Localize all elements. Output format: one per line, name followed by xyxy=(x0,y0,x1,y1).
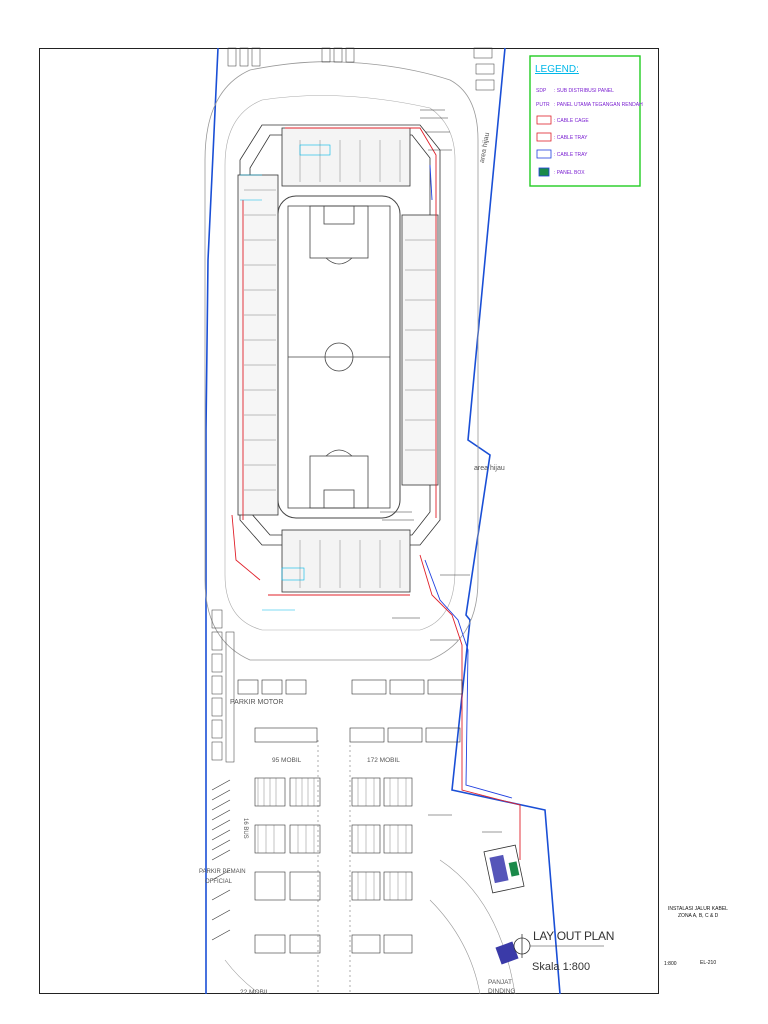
parking-bus xyxy=(211,779,231,941)
label-official: OFFICIAL xyxy=(205,879,233,885)
cable-route-blue xyxy=(424,164,513,799)
legend-box xyxy=(529,55,641,187)
legend-title: LEGEND: xyxy=(535,64,579,75)
legend-sdp-desc: : SUB DISTRIBUSI PANEL xyxy=(554,88,614,94)
parking-medians xyxy=(317,740,351,994)
cable-route-red xyxy=(231,127,521,860)
title-block-scale: 1:800 xyxy=(664,961,677,967)
north-arrow-icon xyxy=(513,934,604,958)
legend-cable-tray-1: : CABLE TRAY xyxy=(554,135,588,141)
cable-annotations xyxy=(240,144,331,611)
title-block-sheet-no: EL-210 xyxy=(700,960,717,966)
panel-building xyxy=(483,844,525,965)
site-roads xyxy=(224,859,516,995)
legend-putr-code: PUTR xyxy=(536,102,550,108)
label-22-mobil: 22 MOBIL xyxy=(240,989,270,996)
legend-cable-tray-1-swatch xyxy=(536,132,552,142)
legend-sdp-code: SDP xyxy=(536,88,547,94)
label-172-mobil: 172 MOBIL xyxy=(367,757,400,764)
label-panjat: PANJAT xyxy=(488,979,512,986)
parking-side-bays xyxy=(211,47,495,763)
legend-panel-box-swatch xyxy=(538,167,550,177)
parking-stripes xyxy=(257,778,407,900)
legend-putr-desc: : PANEL UTAMA TEGANGAN RENDAH xyxy=(554,102,643,108)
football-pitch xyxy=(287,205,391,509)
legend-panel-box: : PANEL BOX xyxy=(554,170,585,176)
legend-cable-tray-2: : CABLE TRAY xyxy=(554,152,588,158)
title-block-line1: INSTALASI JALUR KABEL xyxy=(668,906,728,912)
drawing-title: LAY OUT PLAN xyxy=(533,929,614,943)
seating-rows xyxy=(244,140,435,588)
drawing-scale: Skala 1:800 xyxy=(532,961,590,973)
title-block-line2: ZONA A, B, C & D xyxy=(678,913,719,919)
label-parkir-pemain: PARKIR PEMAIN xyxy=(199,869,246,875)
legend-cable-cage: : CABLE CAGE xyxy=(554,118,589,124)
stadium-inner-ring xyxy=(224,95,456,631)
label-parkir-motor: PARKIR MOTOR xyxy=(230,699,283,706)
callout-text-marks xyxy=(380,109,502,833)
label-area-hijau-top: area hijau xyxy=(479,132,491,164)
legend-cable-tray-2-swatch xyxy=(536,149,552,159)
label-area-hijau-mid: area hijau xyxy=(474,465,505,472)
site-boundary xyxy=(205,47,561,995)
legend-cable-cage-swatch xyxy=(536,115,552,125)
parking-mobil xyxy=(254,777,413,954)
label-dinding: DINDING xyxy=(488,988,515,995)
parking-motor xyxy=(237,679,463,743)
label-95-mobil: 95 MOBIL xyxy=(272,757,302,764)
label-16-bus: 16 BUS xyxy=(242,818,248,839)
